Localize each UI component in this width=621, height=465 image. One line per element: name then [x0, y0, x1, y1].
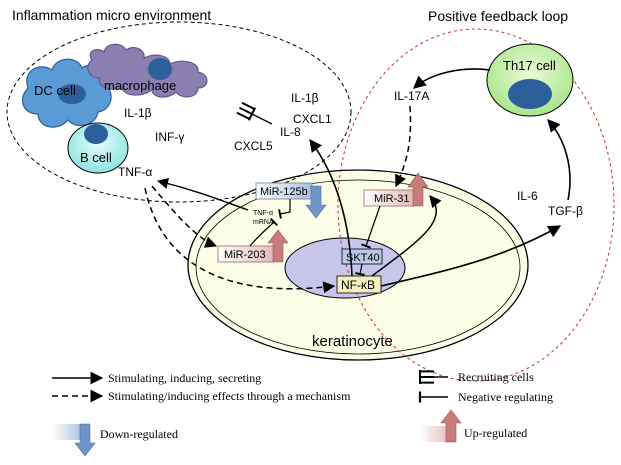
feedback-title: Positive feedback loop	[428, 8, 568, 24]
mir203-label: MiR-203	[224, 249, 266, 261]
il1b-left-label: IL-1β	[124, 106, 152, 120]
legend-down-box	[52, 424, 84, 440]
legend-up-box	[420, 426, 450, 442]
tnfa-mrna-line2: mRNA	[253, 219, 274, 226]
tnfa-label: TNF-α	[118, 165, 152, 179]
keratinocyte-label: keratinocyte	[312, 333, 393, 350]
inflammation-region	[6, 21, 352, 203]
il17a-label: IL-17A	[394, 89, 429, 103]
b-cell	[67, 122, 129, 174]
inflammation-title: Inflammation micro environment	[12, 7, 211, 23]
nfkb-box	[336, 275, 382, 294]
dashed-tnfa-to-nfkb	[144, 187, 336, 294]
legend-stimulating: Stimulating, inducing, secreting	[108, 371, 261, 385]
th17-label: Th17 cell	[503, 58, 556, 73]
arrow-nfkb-to-il6	[380, 225, 562, 287]
dashed-tnfa-to-mir203	[151, 185, 218, 248]
mir203-up-arrow-icon	[267, 229, 289, 263]
arrow-th17-to-il17a	[413, 68, 491, 89]
inhibit-skt40-nfkb	[355, 263, 365, 276]
tnfa-mrna-line1: TNF-α	[253, 210, 273, 217]
il8-label: IL-8	[280, 125, 301, 139]
mir125b-down-arrow-icon	[305, 185, 327, 219]
legend-up-arrow-icon	[440, 409, 462, 443]
inhibit-mir125b-mrna	[278, 199, 291, 219]
inhibit-mir31-skt40	[361, 205, 381, 249]
recruiting-fork-il8	[236, 101, 273, 125]
macrophage-label: macrophage	[104, 78, 176, 93]
legend-negative: Negative regulating	[458, 390, 553, 404]
dashed-il17a-to-mir31	[395, 105, 412, 188]
arrow-nfkb-to-mir31	[371, 195, 442, 277]
legend-down: Down-regulated	[100, 427, 178, 441]
keratinocyte-inner	[195, 179, 521, 355]
tgfb-label: TGF-β	[548, 204, 583, 218]
dc-cell-nucleus	[58, 84, 86, 104]
macrophage-nucleus	[148, 58, 172, 80]
il1b-right-label: IL-1β	[291, 91, 319, 105]
macrophage-cell	[87, 43, 208, 98]
b-cell-label: B cell	[80, 150, 112, 165]
dc-cell-label: DC cell	[34, 83, 76, 98]
feedback-region	[337, 28, 615, 382]
mir31-label: MiR-31	[374, 193, 409, 205]
inhibit-mir203-mrna	[249, 217, 279, 247]
nfkb-label: NF-κB	[341, 278, 375, 292]
arrow-to-tnfa	[156, 177, 249, 211]
legend-up: Up-regulated	[464, 426, 527, 440]
skt40-label: SKT40	[346, 252, 380, 264]
legend-through-mechanism: Stimulating/inducing effects through a m…	[108, 389, 351, 403]
legend-recruiting: Recruiting cells	[458, 370, 534, 384]
arrow-nfkb-to-il8	[309, 138, 353, 277]
arrow-to-th17	[547, 119, 571, 201]
il6-label: IL-6	[517, 189, 538, 203]
cxcl1-label: CXCL1	[293, 112, 332, 126]
cxcl5-label: CXCL5	[234, 139, 273, 153]
mir125b-label: MiR-125b	[260, 186, 308, 198]
legend-down-arrow-icon	[74, 423, 96, 457]
b-cell-nucleus	[84, 124, 108, 144]
th17-nucleus	[508, 79, 552, 109]
infg-label: INF-γ	[155, 130, 184, 144]
mir31-up-arrow-icon	[407, 172, 429, 207]
